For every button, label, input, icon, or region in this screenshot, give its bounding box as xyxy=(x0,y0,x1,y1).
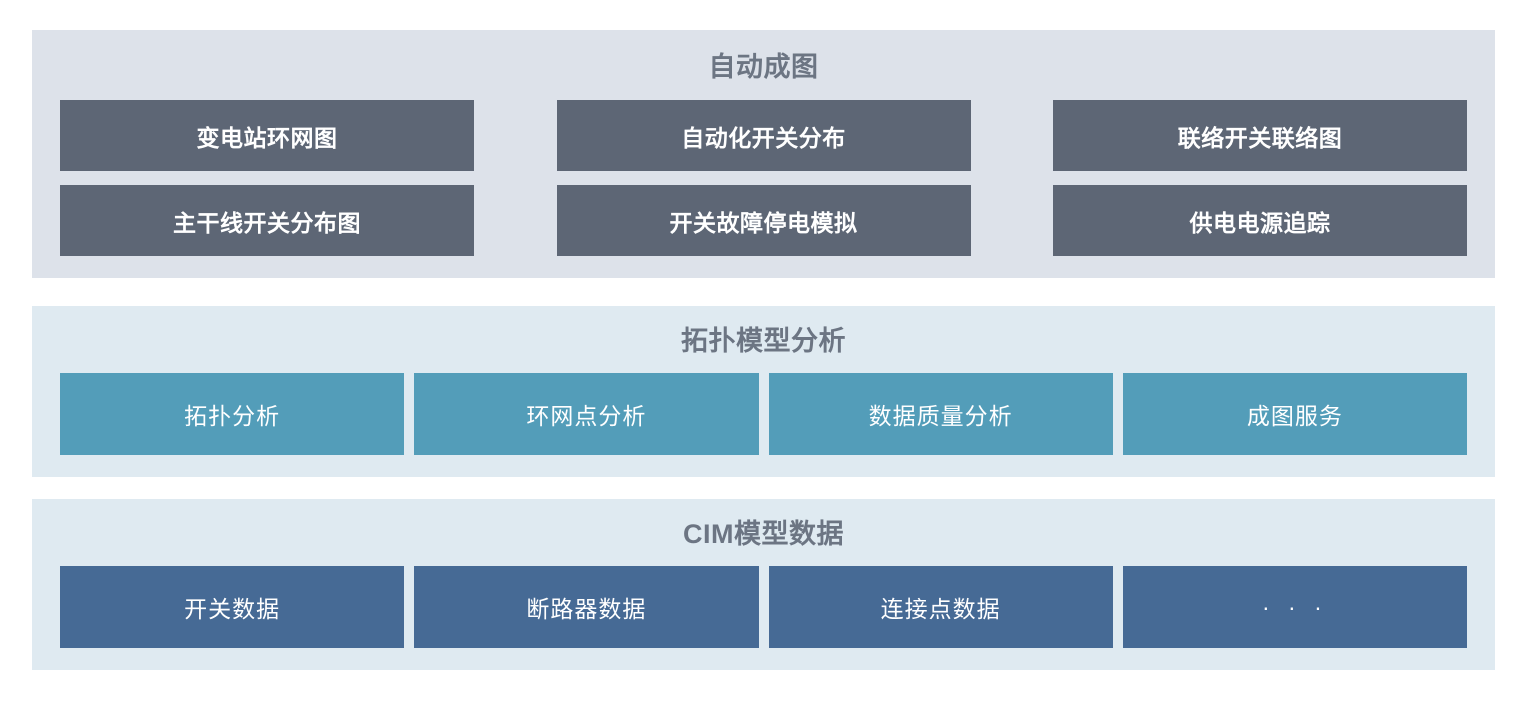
section-topology-model-analysis: 拓扑模型分析 拓扑分析 环网点分析 数据质量分析 成图服务 xyxy=(32,306,1495,477)
tile-switch-data[interactable]: 开关数据 xyxy=(60,566,405,648)
tile-mapping-service[interactable]: 成图服务 xyxy=(1122,373,1467,455)
button-power-supply-source-tracing[interactable]: 供电电源追踪 xyxy=(1053,185,1467,256)
tile-ring-network-point-analysis[interactable]: 环网点分析 xyxy=(414,373,759,455)
button-trunk-line-switch-distribution-diagram[interactable]: 主干线开关分布图 xyxy=(60,185,474,256)
tile-row-cim: 开关数据 断路器数据 连接点数据 · · · xyxy=(60,566,1467,648)
tile-more-data[interactable]: · · · xyxy=(1122,566,1467,648)
section-title-cim-model-data: CIM模型数据 xyxy=(683,519,844,549)
button-tie-switch-connection-diagram[interactable]: 联络开关联络图 xyxy=(1053,100,1467,171)
button-row-1: 变电站环网图 自动化开关分布 联络开关联络图 xyxy=(60,100,1467,171)
section-title-auto-mapping: 自动成图 xyxy=(708,52,819,82)
section-cim-model-data: CIM模型数据 开关数据 断路器数据 连接点数据 · · · xyxy=(32,499,1495,670)
tile-row-topology: 拓扑分析 环网点分析 数据质量分析 成图服务 xyxy=(60,373,1467,455)
architecture-diagram: 自动成图 变电站环网图 自动化开关分布 联络开关联络图 主干线开关分布图 开关故… xyxy=(32,30,1495,670)
button-switch-fault-outage-simulation[interactable]: 开关故障停电模拟 xyxy=(556,185,971,256)
button-substation-ring-network-diagram[interactable]: 变电站环网图 xyxy=(60,100,474,171)
tile-circuit-breaker-data[interactable]: 断路器数据 xyxy=(414,566,759,648)
button-automation-switch-distribution[interactable]: 自动化开关分布 xyxy=(556,100,971,171)
tile-data-quality-analysis[interactable]: 数据质量分析 xyxy=(768,373,1113,455)
button-row-2: 主干线开关分布图 开关故障停电模拟 供电电源追踪 xyxy=(60,185,1467,256)
section-auto-mapping: 自动成图 变电站环网图 自动化开关分布 联络开关联络图 主干线开关分布图 开关故… xyxy=(32,30,1495,278)
section-title-topology-model-analysis: 拓扑模型分析 xyxy=(681,326,846,356)
tile-connectivity-node-data[interactable]: 连接点数据 xyxy=(768,566,1113,648)
tile-topology-analysis[interactable]: 拓扑分析 xyxy=(60,373,405,455)
